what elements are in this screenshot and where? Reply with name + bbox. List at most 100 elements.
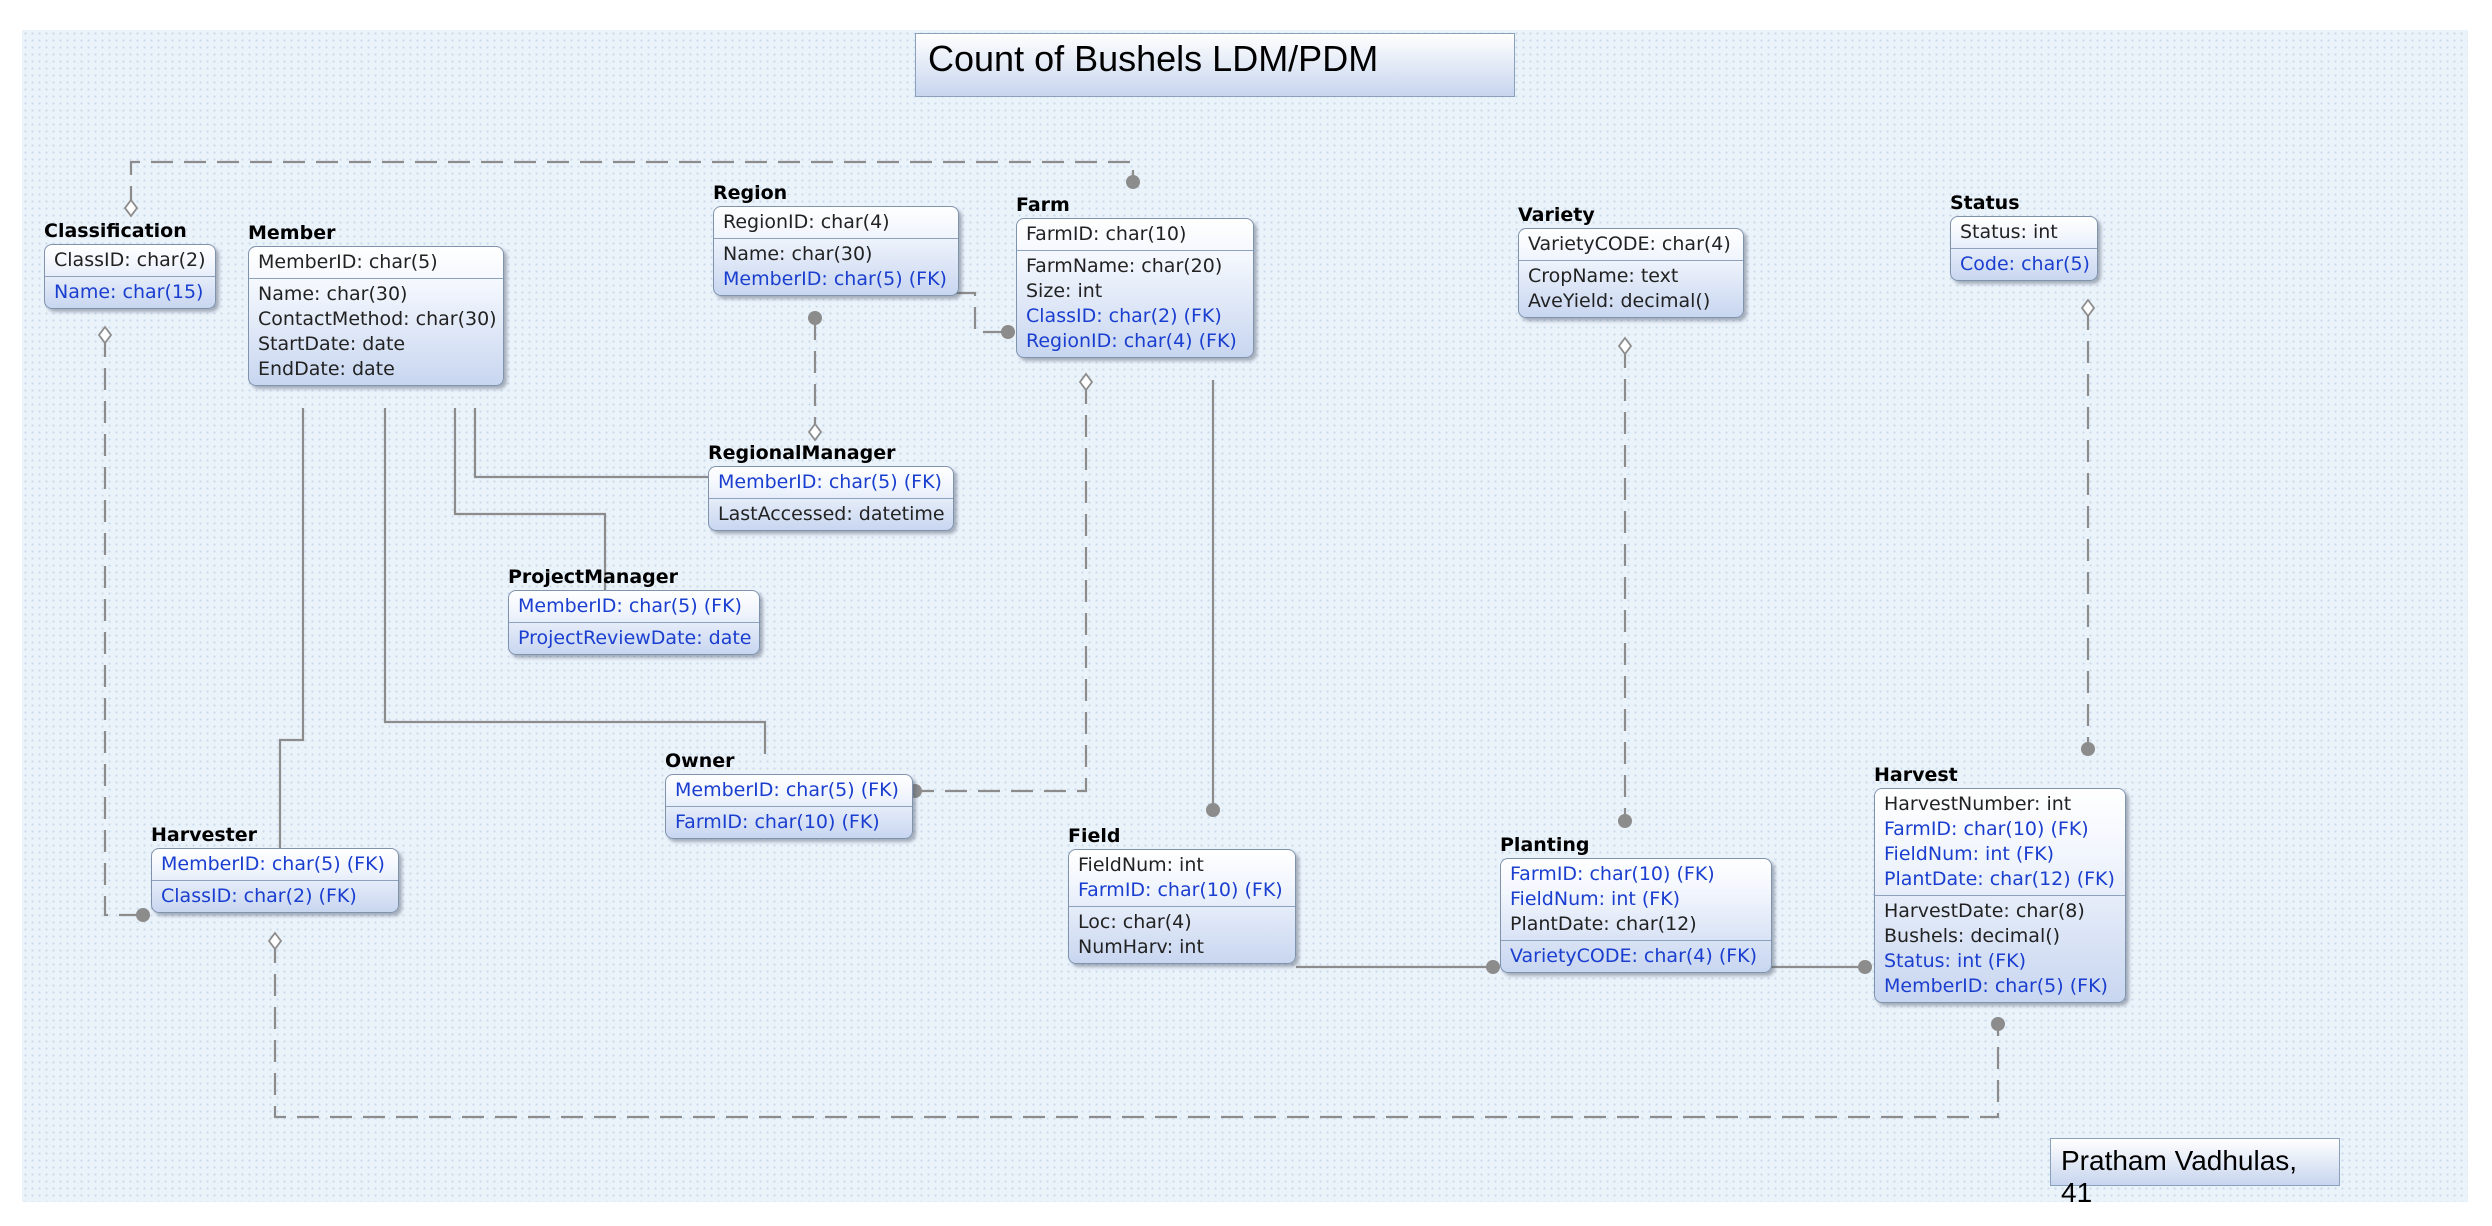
entity-box[interactable]: MemberID: char(5) (FK) ProjectReviewDate… — [508, 590, 760, 655]
entity-box[interactable]: VarietyCODE: char(4) CropName: text AveY… — [1518, 228, 1744, 318]
attribute: ProjectReviewDate: date — [518, 627, 752, 649]
attribute: ClassID: char(2) (FK) — [1026, 305, 1222, 327]
entity-box[interactable]: MemberID: char(5) (FK) LastAccessed: dat… — [708, 466, 954, 531]
attribute: FieldNum: int (FK) — [1884, 843, 2055, 865]
attribute-section: LastAccessed: datetime — [709, 498, 953, 530]
primary-key-section: MemberID: char(5) (FK) — [509, 591, 759, 622]
attribute-section: FarmName: char(20) Size: int ClassID: ch… — [1017, 250, 1253, 357]
attribute-section: Name: char(15) — [45, 276, 215, 308]
entity-title: Field — [1068, 825, 1121, 847]
attribute: CropName: text — [1528, 265, 1679, 287]
primary-key-section: FarmID: char(10) (FK) FieldNum: int (FK)… — [1501, 859, 1771, 940]
attribute: MemberID: char(5) (FK) — [723, 268, 947, 290]
entity-title: Owner — [665, 750, 735, 772]
entity-box[interactable]: ClassID: char(2) Name: char(15) — [44, 244, 216, 309]
attribute: PlantDate: char(12) — [1510, 913, 1697, 935]
rel-member-owner — [383, 408, 767, 754]
attribute: HarvestDate: char(8) — [1884, 900, 2085, 922]
entity-title: Harvester — [151, 824, 258, 846]
rel-member-projectmanager — [453, 408, 607, 598]
attribute: NumHarv: int — [1078, 936, 1204, 958]
rel-harvester-harvest — [273, 941, 2000, 1119]
primary-key-section: FieldNum: int FarmID: char(10) (FK) — [1069, 850, 1295, 906]
attribute: Code: char(5) — [1960, 253, 2090, 275]
attribute: ClassID: char(2) — [54, 249, 206, 271]
rel-farm-classification — [129, 160, 1135, 208]
attribute: EndDate: date — [258, 358, 395, 380]
entity-title: Region — [713, 182, 788, 204]
attribute-section: ClassID: char(2) (FK) — [152, 880, 398, 912]
attribute: FieldNum: int — [1078, 854, 1204, 876]
attribute: MemberID: char(5) — [258, 251, 438, 273]
attribute: HarvestNumber: int — [1884, 793, 2072, 815]
attribute: MemberID: char(5) (FK) — [718, 471, 942, 493]
attribute-section: Loc: char(4) NumHarv: int — [1069, 906, 1295, 963]
primary-key-section: MemberID: char(5) — [249, 247, 503, 278]
entity-box[interactable]: MemberID: char(5) (FK) FarmID: char(10) … — [665, 774, 913, 839]
attribute-section: Name: char(30) MemberID: char(5) (FK) — [714, 238, 958, 295]
attribute-section: CropName: text AveYield: decimal() — [1519, 260, 1743, 317]
primary-key-section: ClassID: char(2) — [45, 245, 215, 276]
attribute-section: FarmID: char(10) (FK) — [666, 806, 912, 838]
attribute: FarmID: char(10) (FK) — [1884, 818, 2089, 840]
primary-key-section: HarvestNumber: int FarmID: char(10) (FK)… — [1875, 789, 2125, 895]
entity-title: Planting — [1500, 834, 1590, 856]
entity-title: Classification — [44, 220, 187, 242]
diagram-title: Count of Bushels LDM/PDM — [915, 33, 1515, 97]
attribute: Status: int (FK) — [1884, 950, 2027, 972]
attribute: ContactMethod: char(30) — [258, 308, 497, 330]
attribute-section: ProjectReviewDate: date — [509, 622, 759, 654]
attribute: StartDate: date — [258, 333, 406, 355]
entity-box[interactable]: HarvestNumber: int FarmID: char(10) (FK)… — [1874, 788, 2126, 1003]
attribute: Name: char(30) — [258, 283, 408, 305]
entity-title: Harvest — [1874, 764, 1958, 786]
attribute: AveYield: decimal() — [1528, 290, 1711, 312]
rel-classification-harvester — [103, 335, 143, 917]
entity-box[interactable]: RegionID: char(4) Name: char(30) MemberI… — [713, 206, 959, 296]
attribute: Name: char(30) — [723, 243, 873, 265]
attribute: FarmID: char(10) (FK) — [1510, 863, 1715, 885]
entity-title: Status — [1950, 192, 2020, 214]
attribute: MemberID: char(5) (FK) — [1884, 975, 2108, 997]
attribute: Name: char(15) — [54, 281, 204, 303]
attribute-section: VarietyCODE: char(4) (FK) — [1501, 940, 1771, 972]
attribute: MemberID: char(5) (FK) — [675, 779, 899, 801]
primary-key-section: VarietyCODE: char(4) — [1519, 229, 1743, 260]
author-label: Pratham Vadhulas, 41 — [2050, 1138, 2340, 1208]
attribute: Loc: char(4) — [1078, 911, 1192, 933]
attribute-section: Code: char(5) — [1951, 248, 2097, 280]
attribute: PlantDate: char(12) (FK) — [1884, 868, 2115, 890]
entity-box[interactable]: FieldNum: int FarmID: char(10) (FK) Loc:… — [1068, 849, 1296, 964]
attribute: VarietyCODE: char(4) (FK) — [1510, 945, 1758, 967]
attribute: Bushels: decimal() — [1884, 925, 2061, 947]
entity-box[interactable]: MemberID: char(5) Name: char(30) Contact… — [248, 246, 504, 386]
attribute: FarmID: char(10) — [1026, 223, 1187, 245]
entity-box[interactable]: FarmID: char(10) (FK) FieldNum: int (FK)… — [1500, 858, 1772, 973]
entity-title: ProjectManager — [508, 566, 679, 588]
entity-title: Member — [248, 222, 336, 244]
primary-key-section: RegionID: char(4) — [714, 207, 958, 238]
attribute: FieldNum: int (FK) — [1510, 888, 1681, 910]
rel-region-farm — [956, 291, 1008, 334]
entity-box[interactable]: MemberID: char(5) (FK) ClassID: char(2) … — [151, 848, 399, 913]
attribute-section: Name: char(30) ContactMethod: char(30) S… — [249, 278, 503, 385]
attribute: FarmName: char(20) — [1026, 255, 1223, 277]
rel-farm-owner — [915, 382, 1088, 793]
attribute: Size: int — [1026, 280, 1103, 302]
primary-key-section: MemberID: char(5) (FK) — [709, 467, 953, 498]
attribute: RegionID: char(4) — [723, 211, 890, 233]
primary-key-section: FarmID: char(10) — [1017, 219, 1253, 250]
attribute-section: HarvestDate: char(8) Bushels: decimal() … — [1875, 895, 2125, 1002]
entity-box[interactable]: Status: int Code: char(5) — [1950, 216, 2098, 281]
attribute: Status: int — [1960, 221, 2058, 243]
attribute: RegionID: char(4) (FK) — [1026, 330, 1237, 352]
entity-box[interactable]: FarmID: char(10) FarmName: char(20) Size… — [1016, 218, 1254, 358]
primary-key-section: Status: int — [1951, 217, 2097, 248]
entity-title: Farm — [1016, 194, 1070, 216]
rel-member-harvester — [278, 408, 305, 850]
attribute: ClassID: char(2) (FK) — [161, 885, 357, 907]
attribute: MemberID: char(5) (FK) — [161, 853, 385, 875]
entity-title: Variety — [1518, 204, 1595, 226]
attribute: VarietyCODE: char(4) — [1528, 233, 1731, 255]
